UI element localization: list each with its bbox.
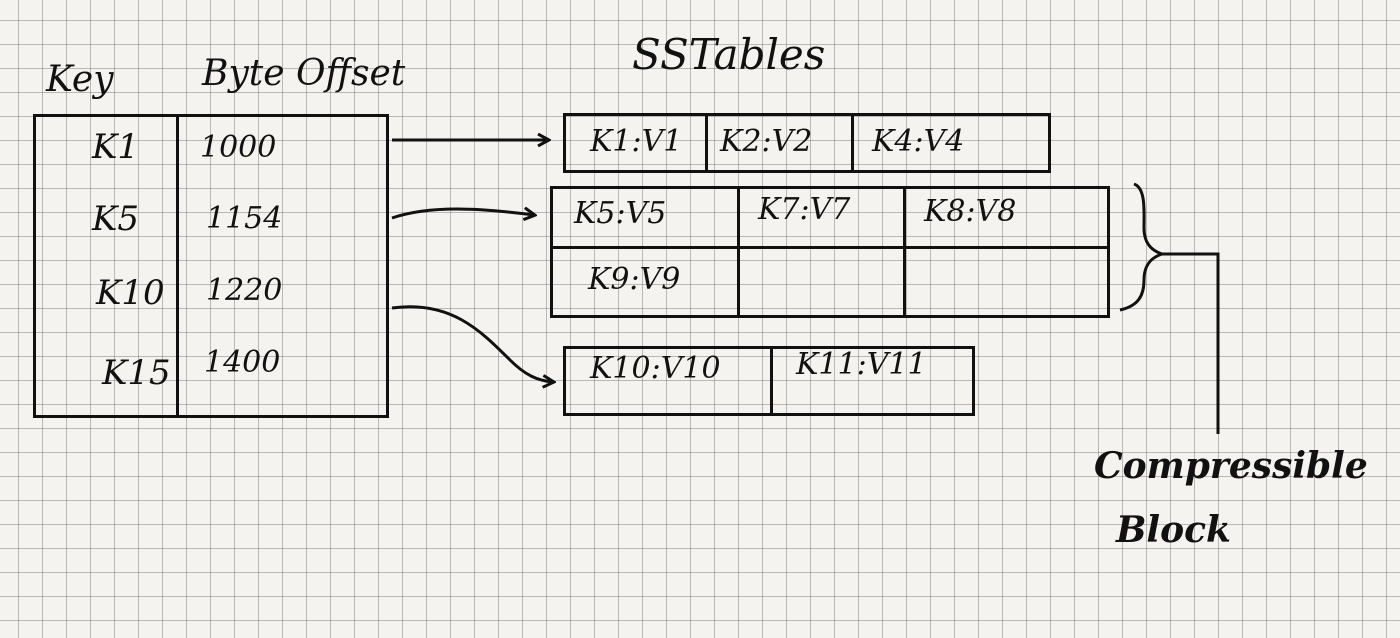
index-table-divider [176,116,179,416]
sstable-block [563,113,1051,173]
arrow-k5-to-block2 [391,209,534,218]
index-table [33,114,389,418]
index-key-cell: K10 [96,273,165,313]
sstable-block [563,346,975,416]
cell-divider [705,115,708,171]
offset-column-header: Byte Offset [202,53,406,94]
cell-divider [737,188,740,316]
sstable-entry: K11:V11 [796,347,927,382]
sstable-entry: K9:V9 [588,262,681,297]
key-column-header: Key [46,59,114,100]
index-offset-cell: 1220 [206,273,283,308]
sstable-entry: K5:V5 [574,196,667,231]
brace-connector [1162,252,1220,434]
sstable-entry: K10:V10 [590,351,721,386]
curly-brace [1119,182,1167,312]
index-offset-cell: 1400 [204,345,281,380]
arrow-k10-to-block3 [391,305,553,382]
index-offset-cell: 1154 [206,201,283,236]
diagram-title: SSTables [632,30,826,79]
index-key-cell: K1 [92,127,140,167]
index-key-cell: K15 [102,353,171,393]
sstable-entry: K4:V4 [872,124,965,159]
sstable-block [550,186,1110,318]
cell-divider [903,188,906,316]
cell-divider [770,348,773,414]
index-offset-cell: 1000 [200,130,277,165]
sstable-entry: K1:V1 [590,124,683,159]
sstable-entry: K7:V7 [758,192,851,227]
index-key-cell: K5 [92,199,140,239]
brace-label-line1: Compressible [1094,445,1368,487]
brace-label-line2: Block [1116,509,1231,551]
row-divider [552,246,1108,249]
sstable-entry: K8:V8 [924,194,1017,229]
cell-divider [851,115,854,171]
sstable-entry: K2:V2 [720,124,813,159]
